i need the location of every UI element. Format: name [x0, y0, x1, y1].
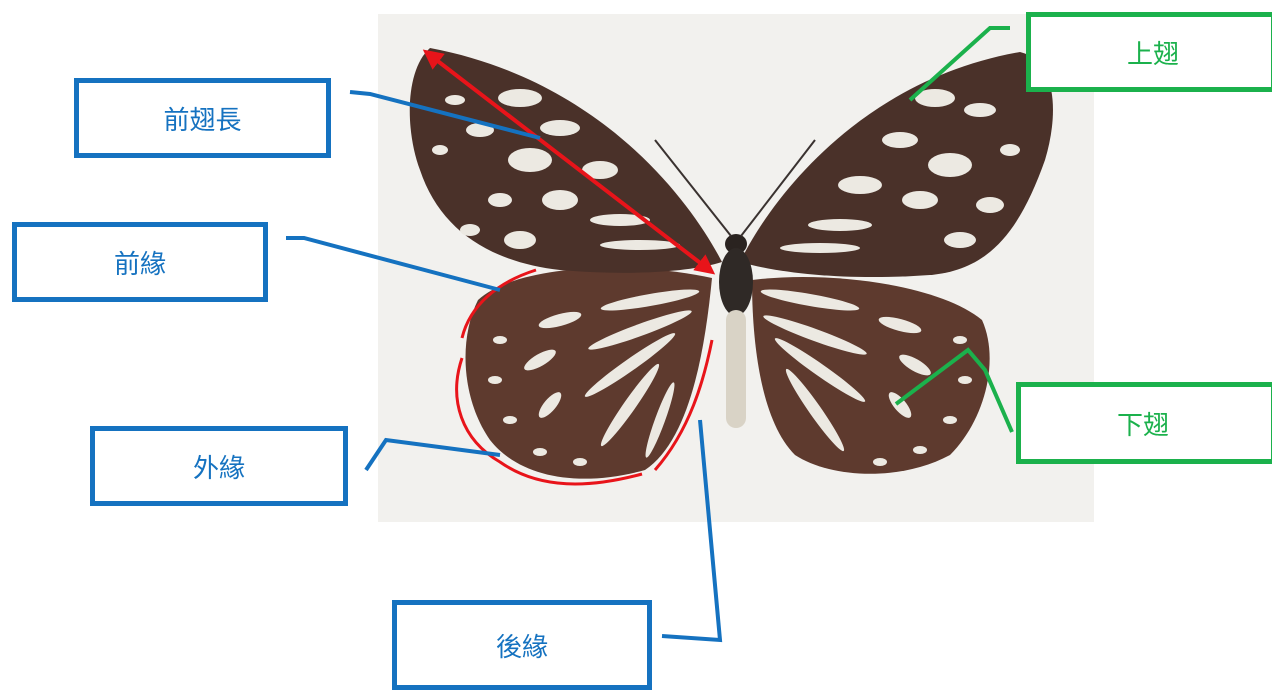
costa-label: 前緣 [12, 222, 268, 302]
forewing-label: 上翅 [1026, 12, 1272, 92]
inner-margin-leader [662, 420, 720, 640]
hindwing-text: 下翅 [1117, 405, 1169, 442]
inner-margin-text: 後緣 [496, 627, 548, 664]
right-forewing [740, 52, 1053, 277]
forewing-length-text: 前翅長 [163, 100, 241, 137]
outer-margin-label: 外緣 [90, 426, 348, 506]
outer-margin-text: 外緣 [193, 448, 245, 485]
forewing-length-label: 前翅長 [74, 78, 331, 158]
costa-text: 前緣 [114, 244, 166, 281]
hindwing-label: 下翅 [1016, 382, 1272, 464]
forewing-text: 上翅 [1127, 34, 1179, 71]
inner-margin-label: 後緣 [392, 600, 652, 690]
costa-leader [286, 238, 500, 290]
outer-margin-leader [366, 440, 500, 470]
